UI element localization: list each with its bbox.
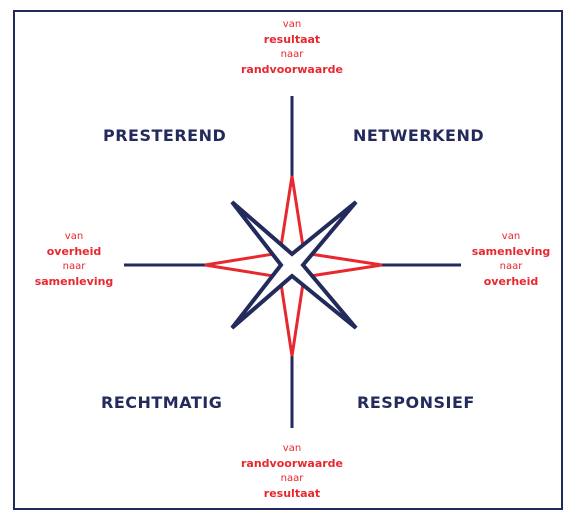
axis-bottom-from: randvoorwaarde [240,457,344,470]
axis-left-naar: naar [62,261,86,272]
axis-right-label: van samenleving naar overheid [463,229,559,289]
axis-left-van: van [64,231,84,242]
axis-right-van: van [501,231,521,242]
axis-top-label: van resultaat naar randvoorwaarde [222,17,362,77]
axis-top-from: resultaat [263,33,321,46]
axis-left-to: samenleving [34,275,114,288]
quadrant-presterend: PRESTEREND [103,126,227,145]
axis-right-to: overheid [483,275,539,288]
axis-top-van: van [282,19,302,30]
axis-bottom-label: van randvoorwaarde naar resultaat [222,441,362,501]
quadrant-responsief: RESPONSIEF [357,393,475,412]
axis-left-label: van overheid naar samenleving [27,229,121,289]
axis-bottom-to: resultaat [263,487,321,500]
axis-top-naar: naar [280,49,304,60]
axis-bottom-van: van [282,443,302,454]
axis-bottom-naar: naar [280,473,304,484]
axis-right-from: samenleving [471,245,551,258]
quadrant-netwerkend: NETWERKEND [353,126,485,145]
axis-left-from: overheid [46,245,102,258]
navy-diagonal-star [230,200,358,330]
diagram-frame [13,10,563,510]
axis-right-naar: naar [499,261,523,272]
axis-top-to: randvoorwaarde [240,63,344,76]
quadrant-rechtmatig: RECHTMATIG [101,393,223,412]
